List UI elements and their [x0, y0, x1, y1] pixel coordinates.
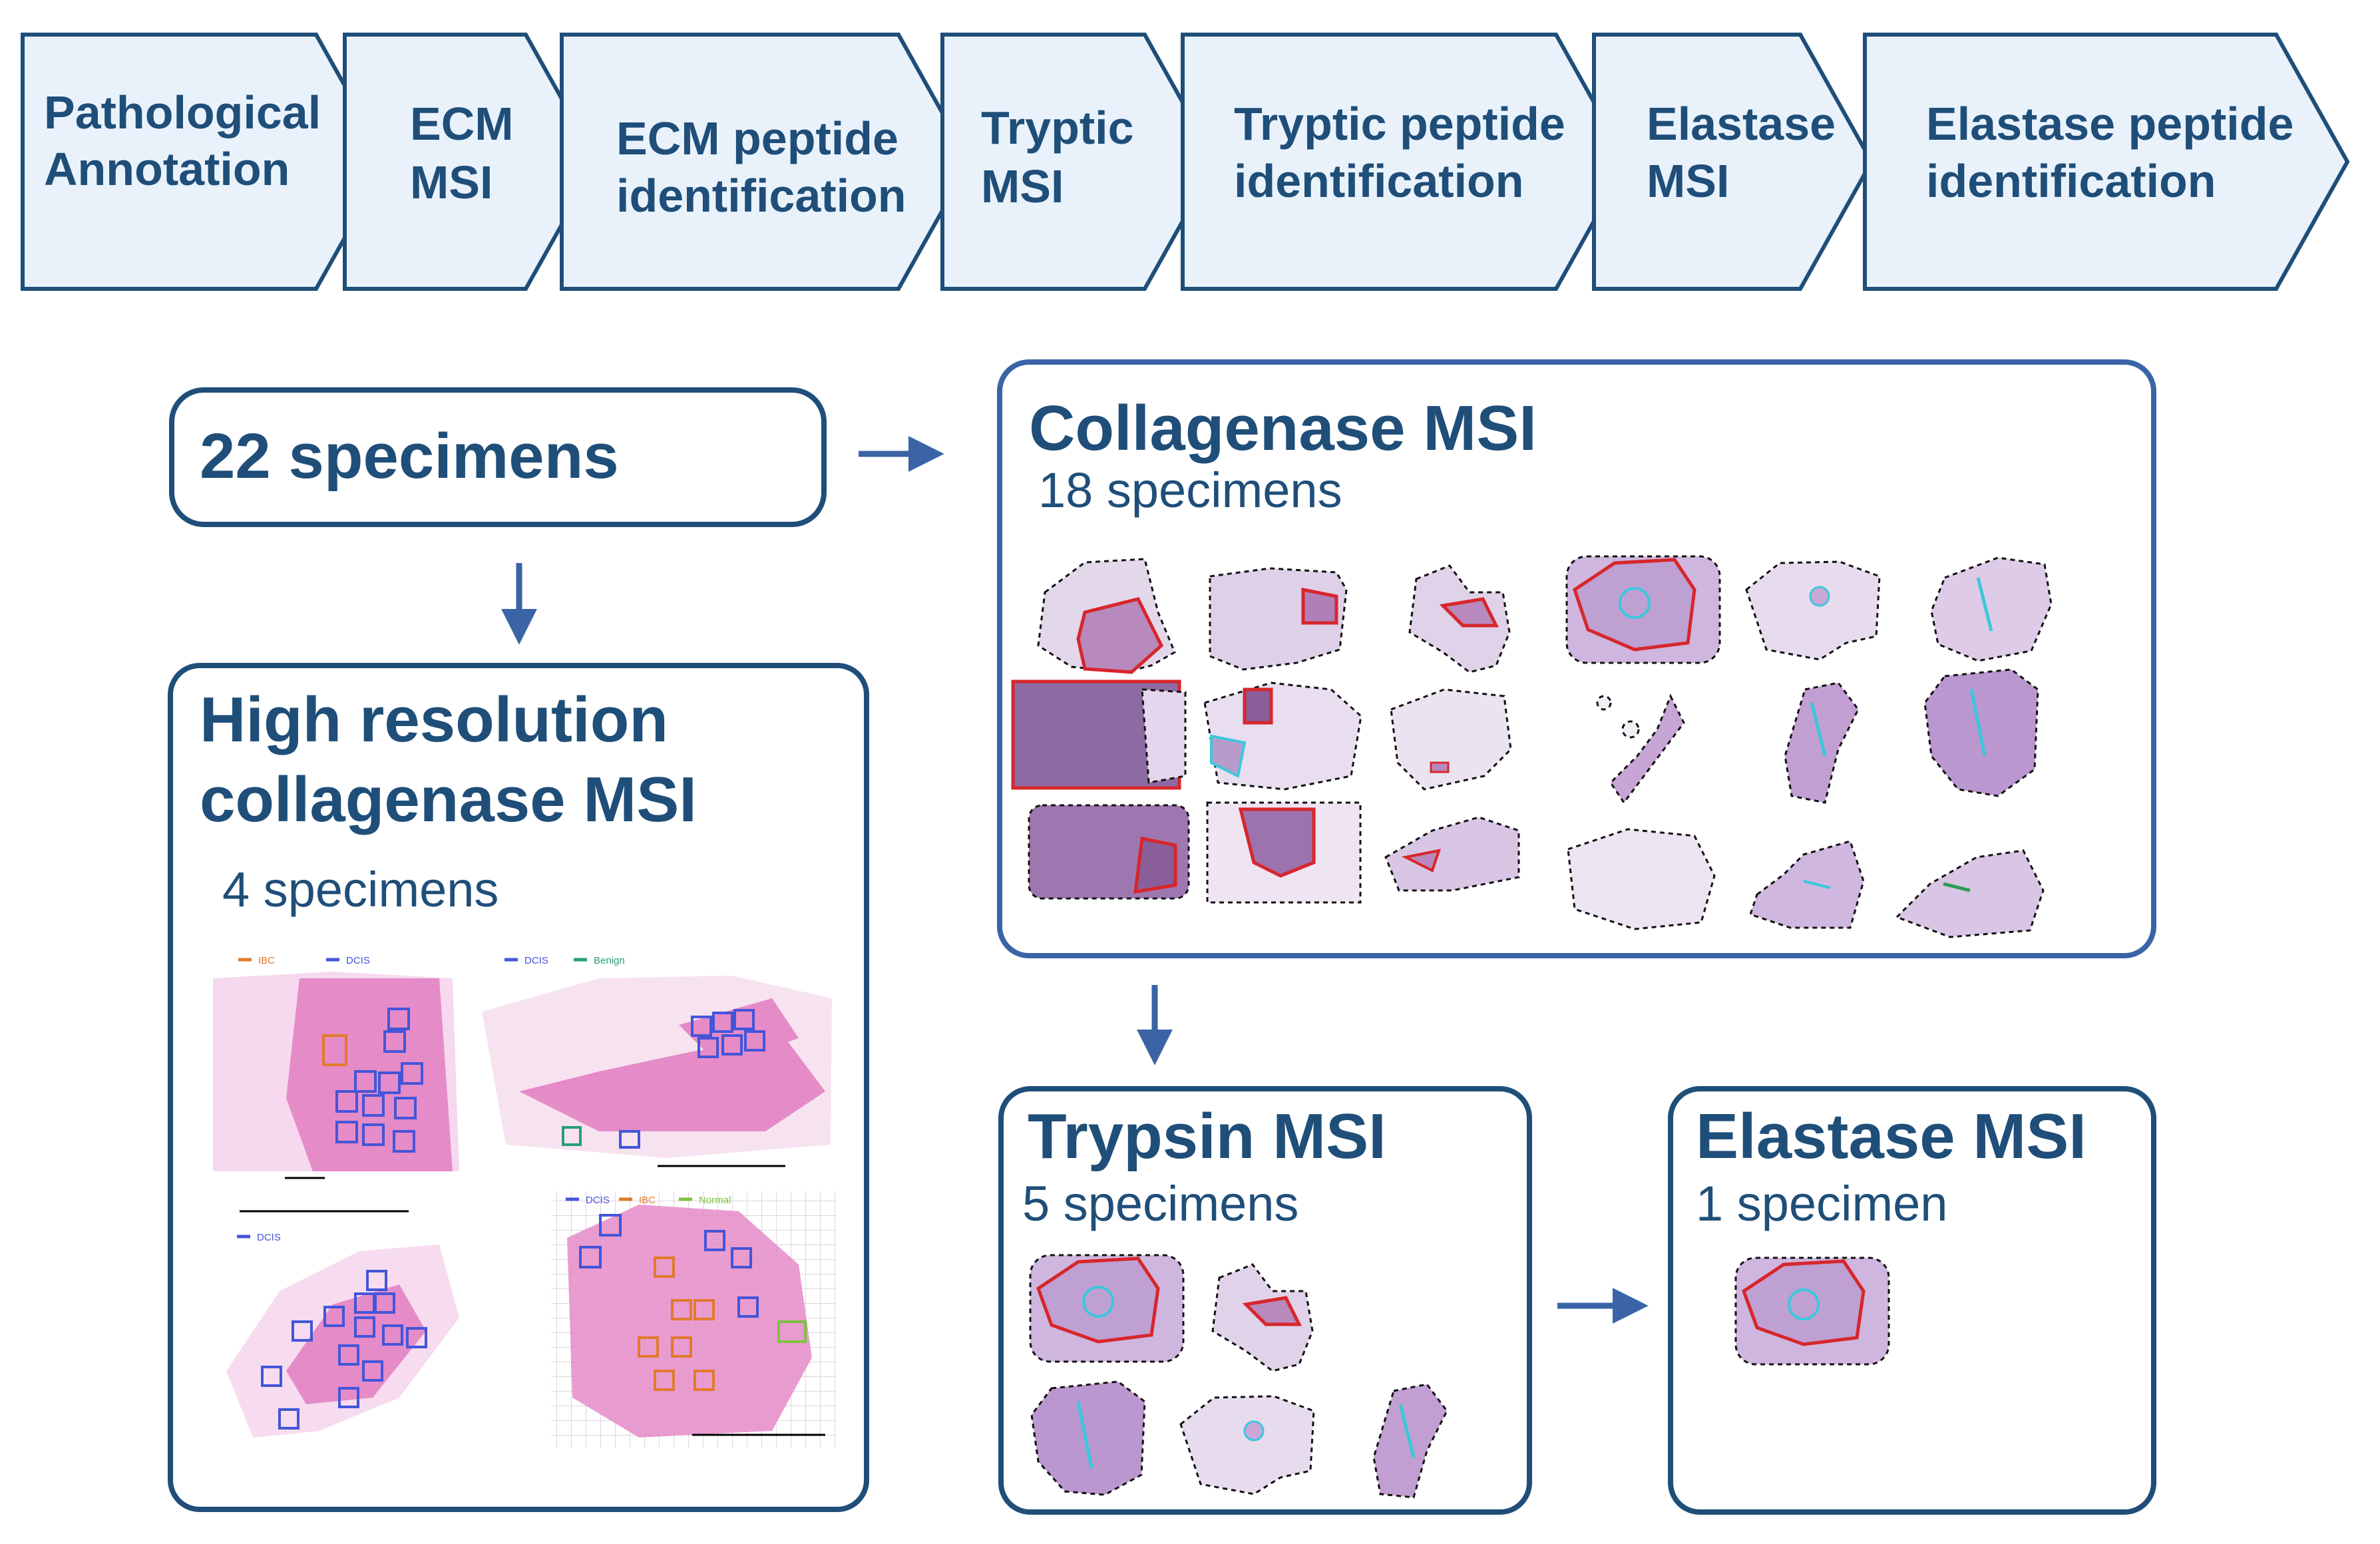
high-res-title-line-2: collagenase MSI: [200, 764, 697, 835]
tissue-thumbnail: [1011, 679, 1187, 790]
tissue-thumbnail: [1037, 558, 1176, 674]
step-2-line-2: MSI: [410, 156, 493, 208]
chevron-elastase-msi: [1592, 33, 1874, 291]
legend-benign-2: Benign: [594, 955, 625, 966]
collagenase-tissue-grid: [1011, 555, 2053, 938]
histology-image-4: DCIS IBC Normal: [551, 1191, 836, 1448]
specimens-label: 22 specimens: [200, 421, 619, 492]
tissue-thumbnail: [1923, 668, 2039, 797]
legend-ibc-1: IBC: [258, 955, 275, 966]
collagenase-count: 18 specimens: [1038, 463, 1342, 518]
flow-arrows: [501, 436, 1649, 1324]
elastase-count: 1 specimen: [1696, 1176, 1947, 1231]
legend-dcis-1: DCIS: [346, 955, 370, 966]
step-6-line-2: MSI: [1647, 155, 1729, 207]
workflow-labels: Pathological Annotation ECM MSI ECM pept…: [44, 87, 2293, 222]
step-5-line-2: identification: [1234, 155, 1524, 207]
step-4-line-2: MSI: [981, 160, 1064, 212]
tissue-thumbnail: [1030, 1380, 1146, 1496]
chevron-elastase-peptide-identification: [1863, 33, 2350, 291]
tissue-thumbnail: [1211, 1263, 1314, 1372]
tissue-thumbnail: [1372, 1383, 1448, 1499]
tissue-thumbnail: [1384, 816, 1520, 892]
high-res-title-line-1: High resolution: [200, 684, 668, 755]
histology-image-3: DCIS: [204, 1195, 463, 1449]
tissue-thumbnail: [1930, 556, 2053, 662]
tissue-thumbnail: [1565, 555, 1721, 664]
tissue-thumbnail: [1209, 567, 1348, 671]
tissue-thumbnail: [1784, 681, 1860, 804]
step-3-line-1: ECM peptide: [616, 112, 898, 164]
chevron-tryptic-peptide-identification: [1181, 33, 1630, 291]
trypsin-title: Trypsin MSI: [1028, 1101, 1386, 1172]
step-1-line-1: Pathological: [44, 87, 321, 138]
legend-ibc-4: IBC: [639, 1195, 656, 1206]
tissue-thumbnail: [1567, 828, 1716, 930]
high-res-count: 4 specimens: [222, 862, 498, 917]
step-7-line-1: Elastase peptide: [1926, 98, 2293, 150]
collagenase-title: Collagenase MSI: [1029, 393, 1537, 464]
step-7-line-2: identification: [1926, 155, 2216, 207]
legend-dcis-3: DCIS: [257, 1232, 281, 1243]
legend-dcis-2: DCIS: [524, 955, 548, 966]
tissue-thumbnail: [1596, 693, 1685, 805]
tissue-thumbnail: [1206, 801, 1362, 904]
tissue-thumbnail: [1895, 849, 2045, 938]
tissue-thumbnail: [1029, 1254, 1185, 1363]
step-4-line-1: Tryptic: [981, 102, 1134, 154]
workflow-chevrons: [21, 33, 2350, 291]
chevron-tryptic-msi: [940, 33, 1219, 291]
elastase-tissue-thumbnail: [1734, 1256, 1890, 1366]
step-1-line-2: Annotation: [44, 143, 290, 195]
tissue-thumbnail: [1749, 840, 1865, 929]
trypsin-count: 5 specimens: [1022, 1176, 1298, 1231]
step-2-line-1: ECM: [410, 98, 514, 150]
step-6-line-1: Elastase: [1647, 98, 1836, 150]
elastase-title: Elastase MSI: [1696, 1101, 2086, 1172]
legend-dcis-4: DCIS: [586, 1195, 610, 1206]
step-5-line-1: Tryptic peptide: [1234, 98, 1565, 150]
tissue-thumbnail: [1028, 804, 1190, 900]
tissue-thumbnail: [1745, 560, 1881, 661]
chevron-ecm-peptide-identification: [560, 33, 972, 291]
tissue-thumbnail: [1179, 1395, 1315, 1495]
tissue-thumbnail: [1408, 564, 1511, 674]
trypsin-tissue-grid: [1029, 1254, 1448, 1499]
tissue-thumbnail: [1390, 688, 1512, 791]
histology-image-2: DCIS Benign: [471, 949, 836, 1173]
specimens-box: [169, 387, 827, 527]
step-3-line-2: identification: [616, 170, 906, 222]
elastase-panel: [1668, 1086, 2156, 1515]
tissue-thumbnail: [1203, 681, 1362, 791]
histology-image-1: IBC DCIS: [204, 949, 463, 1179]
legend-normal-4: Normal: [699, 1195, 731, 1206]
